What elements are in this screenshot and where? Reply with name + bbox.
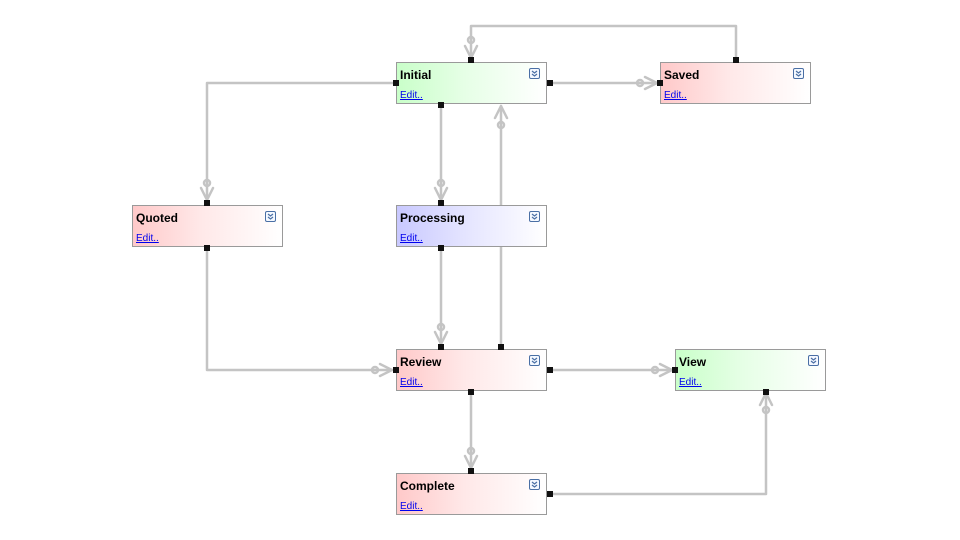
port-view-bottom[interactable]: [763, 389, 769, 395]
edge-handle: [370, 365, 380, 375]
port-quoted-bottom[interactable]: [204, 245, 210, 251]
edge-handle: [202, 178, 212, 188]
node-saved[interactable]: Saved Edit..: [660, 62, 811, 104]
edge-handle: [466, 446, 476, 456]
port-complete-right[interactable]: [547, 491, 553, 497]
node-view[interactable]: View Edit..: [675, 349, 826, 391]
edge-handle: [436, 178, 446, 188]
node-title: Review: [400, 355, 442, 369]
expand-button[interactable]: [265, 211, 276, 222]
port-review-bottom[interactable]: [468, 389, 474, 395]
edit-link[interactable]: Edit..: [400, 90, 423, 101]
edge-handle: [635, 78, 645, 88]
chevron-double-down-icon: [267, 213, 274, 220]
expand-button[interactable]: [793, 68, 804, 79]
edge-handle: [650, 365, 660, 375]
arrowhead-review-left: [378, 362, 394, 378]
edit-link[interactable]: Edit..: [400, 501, 423, 512]
edge-complete-view[interactable]: [547, 391, 768, 496]
node-title: Complete: [400, 479, 455, 493]
edge-handle: [466, 35, 476, 45]
edge-quoted-review[interactable]: [205, 245, 394, 372]
port-review-left[interactable]: [393, 367, 399, 373]
port-review-right[interactable]: [547, 367, 553, 373]
port-quoted-top[interactable]: [204, 200, 210, 206]
node-title: View: [679, 355, 707, 369]
chevron-double-down-icon: [810, 357, 817, 364]
port-saved-top[interactable]: [733, 57, 739, 63]
node-title: Saved: [664, 68, 700, 82]
edge-handle: [436, 322, 446, 332]
chevron-double-down-icon: [531, 70, 538, 77]
expand-button[interactable]: [529, 211, 540, 222]
expand-button[interactable]: [529, 68, 540, 79]
edit-link[interactable]: Edit..: [664, 90, 687, 101]
edit-link[interactable]: Edit..: [136, 233, 159, 244]
chevron-double-down-icon: [531, 213, 538, 220]
port-initial-top[interactable]: [468, 57, 474, 63]
port-initial-right[interactable]: [547, 80, 553, 86]
port-initial-left[interactable]: [393, 80, 399, 86]
node-quoted[interactable]: Quoted Edit..: [132, 205, 283, 247]
port-review-top-right[interactable]: [498, 344, 504, 350]
edge-handle: [761, 405, 771, 415]
edge-handle: [496, 120, 506, 130]
edit-link[interactable]: Edit..: [400, 233, 423, 244]
edit-link[interactable]: Edit..: [400, 377, 423, 388]
port-saved-left[interactable]: [657, 80, 663, 86]
expand-button[interactable]: [808, 355, 819, 366]
chevron-double-down-icon: [795, 70, 802, 77]
node-title: Processing: [400, 211, 465, 225]
port-processing-top[interactable]: [438, 200, 444, 206]
chevron-double-down-icon: [531, 481, 538, 488]
node-title: Quoted: [136, 211, 178, 225]
expand-button[interactable]: [529, 479, 540, 490]
node-review[interactable]: Review Edit..: [396, 349, 547, 391]
node-complete[interactable]: Complete Edit..: [396, 473, 547, 515]
port-view-left[interactable]: [672, 367, 678, 373]
edit-link[interactable]: Edit..: [679, 377, 702, 388]
port-processing-bottom[interactable]: [438, 245, 444, 251]
port-complete-top[interactable]: [468, 468, 474, 474]
chevron-double-down-icon: [531, 357, 538, 364]
port-initial-bottom-left[interactable]: [438, 102, 444, 108]
expand-button[interactable]: [529, 355, 540, 366]
edge-saved-initial[interactable]: [469, 24, 738, 62]
arrowhead-initial-bottom: [493, 104, 509, 120]
edge-initial-quoted[interactable]: [205, 81, 398, 202]
node-title: Initial: [400, 68, 432, 82]
node-processing[interactable]: Processing Edit..: [396, 205, 547, 247]
node-initial[interactable]: Initial Edit..: [396, 62, 547, 104]
port-review-top-left[interactable]: [438, 344, 444, 350]
